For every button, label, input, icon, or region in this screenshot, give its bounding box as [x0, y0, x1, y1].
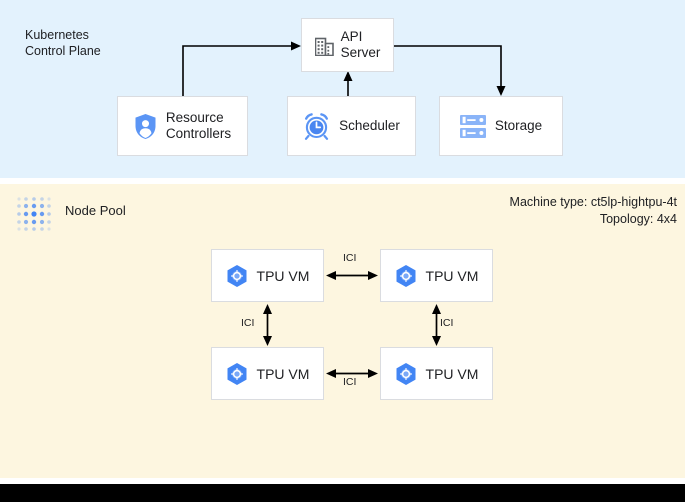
node-pool-panel	[0, 184, 685, 478]
box-tpu-vm-2-label: TPU VM	[256, 365, 310, 382]
machine-type-label: Machine type: ct5lp-hightpu-4t	[509, 195, 677, 209]
box-tpu-vm-3[interactable]: TPU VM	[380, 347, 493, 400]
box-scheduler-label: Scheduler	[339, 118, 400, 133]
server-building-icon	[314, 35, 334, 56]
ici-label-top: ICI	[343, 252, 357, 264]
alarm-clock-icon	[303, 112, 330, 140]
node-pool-meta: Machine type: ct5lp-hightpu-4t Topology:…	[510, 194, 677, 228]
box-api-server-label: API Server	[340, 29, 381, 60]
tpu-hex-icon	[226, 264, 248, 288]
tpu-hex-icon	[226, 362, 248, 386]
box-tpu-vm-0-label: TPU VM	[256, 267, 310, 284]
node-pool-dots-icon	[13, 193, 55, 235]
topology-label: Topology: 4x4	[599, 212, 677, 226]
tpu-hex-icon	[395, 362, 417, 386]
box-resource-controllers[interactable]: Resource Controllers	[117, 96, 248, 156]
box-tpu-vm-0[interactable]: TPU VM	[211, 249, 324, 302]
box-storage-label: Storage	[494, 118, 543, 133]
box-resource-controllers-label: Resource Controllers	[165, 110, 232, 141]
control-plane-title: Kubernetes Control Plane	[25, 28, 101, 58]
tpu-hex-icon	[395, 264, 417, 288]
box-storage[interactable]: Storage	[439, 96, 563, 156]
ici-label-left: ICI	[241, 317, 255, 329]
ici-label-bottom: ICI	[343, 376, 357, 388]
box-tpu-vm-1-label: TPU VM	[425, 267, 479, 284]
box-tpu-vm-3-label: TPU VM	[425, 365, 479, 382]
bottom-bar	[0, 484, 685, 502]
ici-label-right: ICI	[440, 317, 454, 329]
shield-user-icon	[134, 113, 157, 140]
box-tpu-vm-1[interactable]: TPU VM	[380, 249, 493, 302]
node-pool-title: Node Pool	[65, 203, 126, 218]
box-scheduler[interactable]: Scheduler	[287, 96, 416, 156]
box-tpu-vm-2[interactable]: TPU VM	[211, 347, 324, 400]
storage-rack-icon	[459, 114, 486, 139]
box-api-server[interactable]: API Server	[301, 18, 394, 72]
